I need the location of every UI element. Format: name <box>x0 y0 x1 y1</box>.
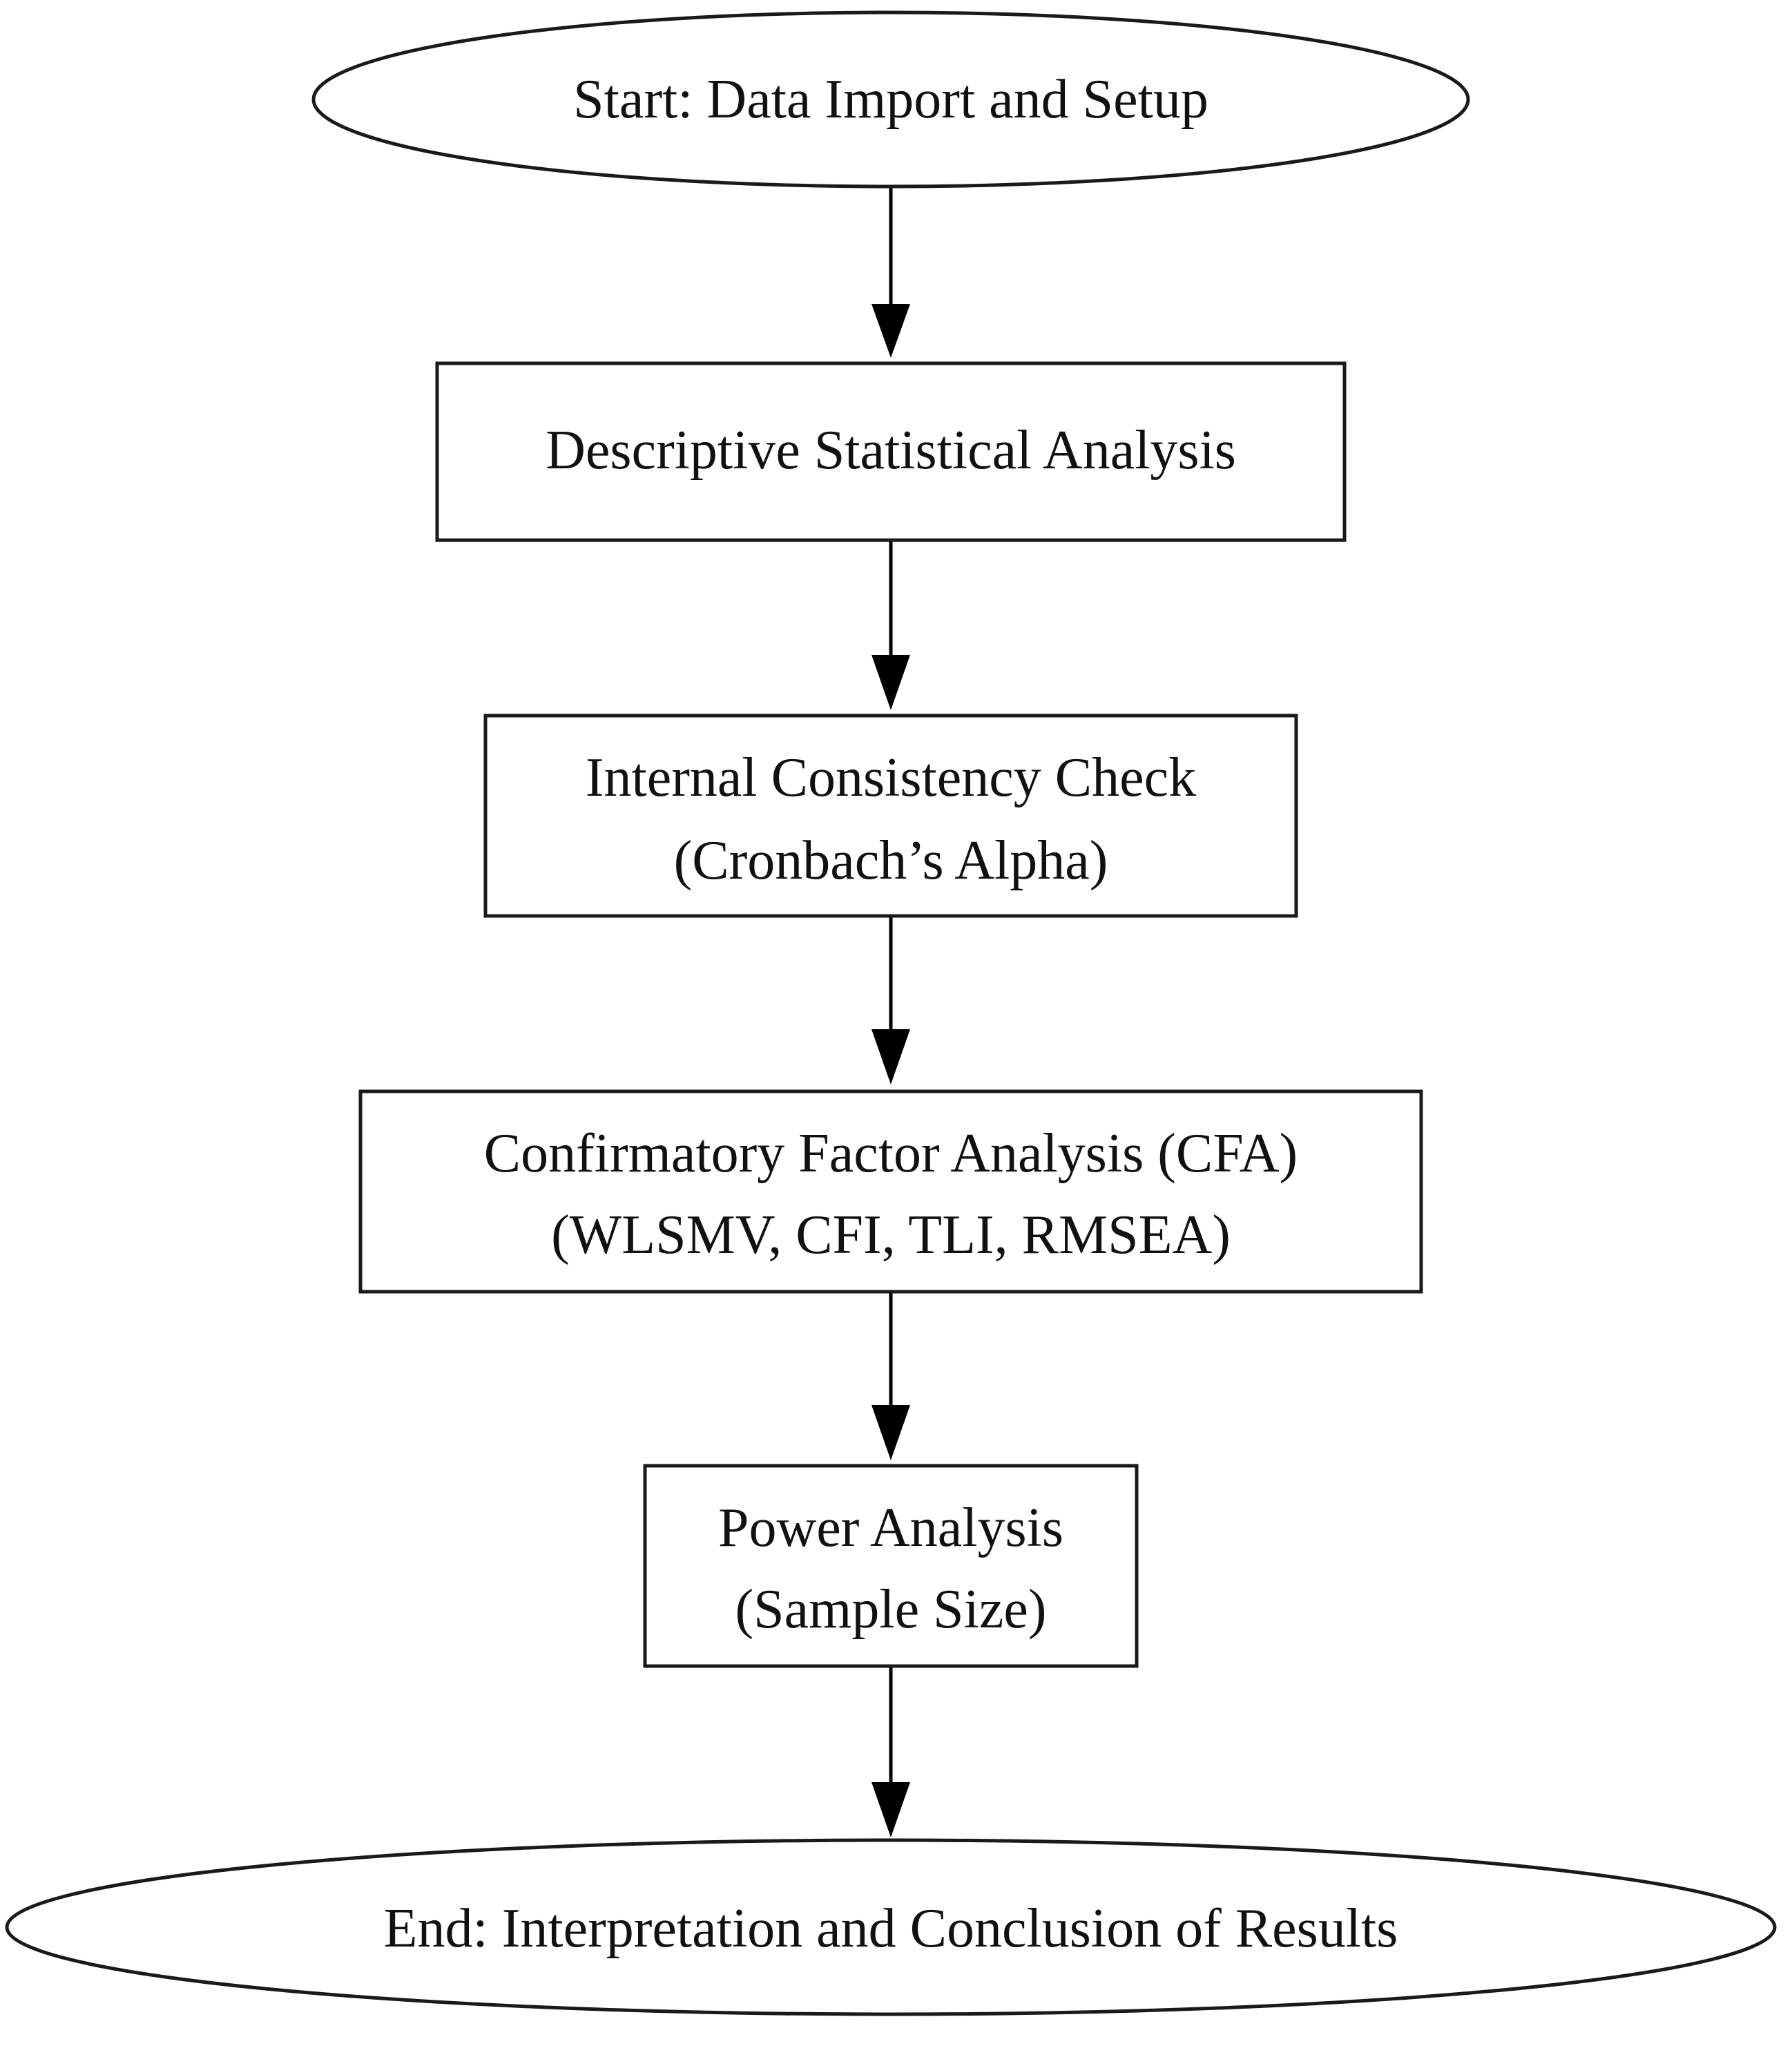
node-power: Power Analysis (Sample Size) <box>643 1464 1139 1668</box>
node-consistency: Internal Consistency Check (Cronbach’s A… <box>483 714 1298 918</box>
cfa-label-line2: (WLSMV, CFI, TLI, RMSEA) <box>551 1205 1231 1265</box>
edge-start-descriptive <box>871 188 910 358</box>
end-ellipse <box>5 1838 1777 2016</box>
node-start: Start: Data Import and Setup <box>311 10 1470 189</box>
power-label-line2: (Sample Size) <box>735 1579 1047 1640</box>
end-label: End: Interpretation and Conclusion of Re… <box>384 1898 1398 1959</box>
edge-consistency-cfa <box>871 916 910 1084</box>
power-label-line1: Power Analysis <box>718 1498 1063 1558</box>
cfa-box <box>358 1089 1423 1294</box>
start-label: Start: Data Import and Setup <box>573 69 1208 130</box>
edge-cfa-power <box>871 1292 910 1460</box>
cfa-label-line1: Confirmatory Factor Analysis (CFA) <box>484 1123 1298 1184</box>
arrowhead <box>871 655 910 710</box>
edge-power-end <box>871 1666 910 1837</box>
arrowhead <box>871 1029 910 1084</box>
node-descriptive: Descriptive Statistical Analysis <box>435 361 1347 542</box>
start-ellipse <box>311 10 1470 189</box>
consistency-box <box>483 714 1298 918</box>
arrowhead <box>871 1405 910 1460</box>
consistency-label-line2: (Cronbach’s Alpha) <box>674 830 1108 891</box>
descriptive-label: Descriptive Statistical Analysis <box>546 420 1236 481</box>
descriptive-box <box>435 361 1347 542</box>
node-cfa: Confirmatory Factor Analysis (CFA) (WLSM… <box>358 1089 1423 1294</box>
arrowhead <box>871 304 910 358</box>
consistency-label-line1: Internal Consistency Check <box>586 747 1196 808</box>
edge-descriptive-consistency <box>871 540 910 710</box>
node-end: End: Interpretation and Conclusion of Re… <box>5 1838 1777 2016</box>
arrowhead <box>871 1782 910 1837</box>
power-box <box>643 1464 1139 1668</box>
